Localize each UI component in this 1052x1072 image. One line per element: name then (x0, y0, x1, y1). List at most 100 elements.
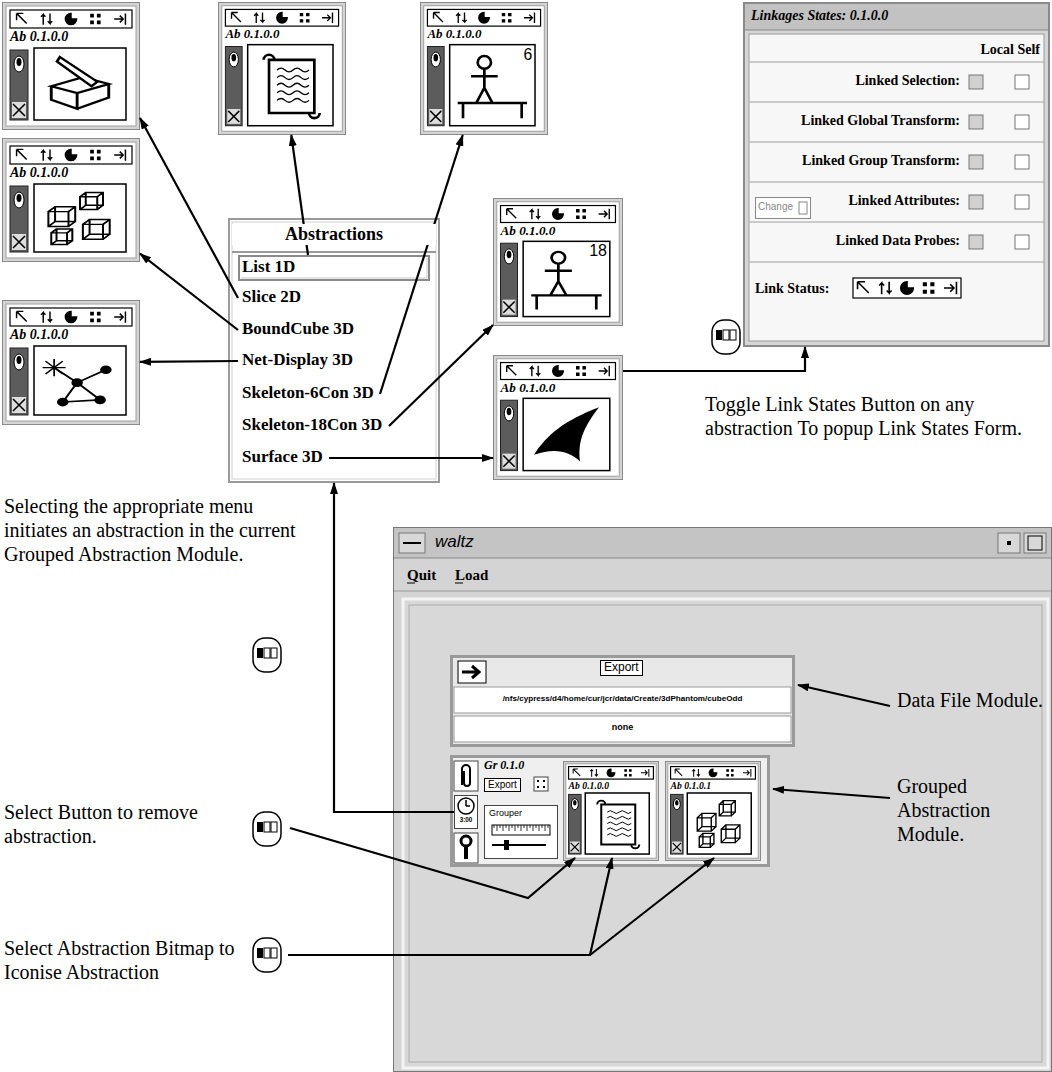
graphic-part (709, 769, 717, 777)
graphic-part (3, 139, 140, 262)
graphic-part (599, 209, 610, 220)
graphic-part (10, 308, 132, 326)
graphic-part (17, 194, 22, 202)
graphic-part (479, 13, 489, 23)
graphic-part (512, 825, 513, 828)
menu-item: Surface 3D (238, 445, 329, 471)
abstractions-menu: List 1DSlice 2DBoundCube 3DNet-Display 3… (228, 218, 440, 483)
graphic-part (1015, 195, 1029, 209)
graphic-part (114, 149, 125, 160)
graphic-part (14, 56, 24, 72)
graphic-part (14, 354, 24, 370)
graphic-part (506, 825, 507, 828)
connector-arrow (140, 360, 238, 363)
graphic-part (227, 109, 240, 124)
graphic-part (1015, 75, 1029, 89)
graphic-part (12, 397, 26, 413)
graphic-part (17, 58, 22, 66)
abstraction-icon: Ab 0.1.0.0 (493, 355, 623, 480)
graphic-part (41, 311, 52, 322)
menu-entry: Quit (407, 567, 436, 584)
graphic-part (503, 302, 514, 313)
annotation-text: Selecting the appropriate menu initiates… (4, 494, 304, 566)
graphic-part (969, 155, 983, 169)
graphic-part (65, 13, 76, 24)
graphic-part (504, 840, 509, 850)
graphic-part (716, 330, 722, 340)
graphic-part (607, 816, 631, 819)
graphic-part (91, 151, 100, 160)
graphic-part (6, 6, 136, 126)
graphic-part (462, 765, 470, 786)
annotation-text: Select Button to remove abstraction. (4, 800, 244, 848)
graphic-part (394, 528, 1052, 1072)
graphic-part (668, 764, 758, 858)
graphic-part (458, 661, 486, 683)
abstraction-icon: Ab 0.1.0.018 (493, 198, 623, 326)
graphic-part (503, 825, 504, 831)
graphic-part (458, 56, 527, 118)
graphic-part (454, 761, 478, 791)
leader-line (590, 858, 714, 955)
menu-item: BoundCube 3D (238, 317, 360, 343)
version-label: Gr 0.1.0 (484, 759, 524, 773)
connector-arrow (334, 483, 454, 812)
graphic-part (537, 781, 545, 787)
menu-item-text: Skeleton-18Con 3D (242, 415, 382, 435)
menu-item-text: Slice 2D (242, 287, 301, 307)
grouper-box: Grouper (484, 805, 558, 859)
graphic-part (743, 769, 751, 777)
graphic-part (607, 769, 615, 777)
row-label: Linked Data Probes: (836, 233, 960, 249)
graphic-part (969, 75, 983, 89)
graphic-part (799, 202, 807, 214)
abstraction-icon: Ab 0.1.0.0 (2, 2, 140, 130)
version-label: Ab 0.1.0.0 (10, 165, 68, 181)
graphic-part (264, 948, 270, 958)
graphic-part (969, 115, 983, 129)
mouse-icon (253, 938, 281, 972)
menu-item-text: Skeleton-6Con 3D (242, 383, 374, 403)
menu-entry: Load (455, 567, 488, 584)
graphic-part (51, 57, 109, 109)
graphic-part (744, 3, 1049, 346)
graphic-part (569, 794, 582, 854)
graphic-part (712, 320, 740, 354)
connector-arrow (329, 457, 493, 459)
grouped-abstraction-module: 3:00GrouperAb 0.1.0.0Ab 0.1.0.1Gr 0.1.0E… (450, 755, 770, 867)
data-file-module: Export/nfs/cypress/d4/home/cur/jcr/data/… (450, 655, 795, 747)
connector-arrow (623, 347, 805, 371)
graphic-part (534, 407, 599, 461)
graphic-part (253, 812, 281, 846)
graphic-part (553, 366, 564, 377)
mouse-icon (253, 812, 281, 846)
menu-item-text: BoundCube 3D (242, 319, 354, 339)
graphic-part (675, 800, 678, 806)
graphic-part (458, 69, 527, 118)
graphic-part (507, 408, 512, 416)
graphic-part (723, 330, 729, 340)
graphic-part (507, 209, 517, 219)
graphic-part (531, 252, 601, 310)
annotation-text: Grouped Abstraction Module. (897, 774, 1047, 846)
graphic-part (41, 13, 52, 24)
graphic-part (17, 149, 27, 159)
graphic-part (10, 348, 28, 415)
graphic-part (461, 836, 471, 846)
connector-arrow (389, 325, 493, 426)
annotation-text: Data File Module. (897, 688, 1047, 712)
graphic-part (254, 13, 264, 23)
graphic-part (264, 822, 270, 832)
graphic-part (34, 48, 126, 120)
menu-item: Slice 2D (238, 285, 308, 311)
graphic-part (858, 282, 869, 293)
graphic-part (503, 456, 514, 467)
graphic-part (494, 825, 495, 828)
graphic-part (552, 252, 566, 264)
graphic-part (3, 3, 140, 130)
graphic-part (427, 47, 444, 126)
menu-title: Abstractions (232, 224, 436, 245)
graphic-part (10, 146, 132, 164)
graphic-part (91, 313, 100, 322)
graphic-part (601, 804, 635, 844)
